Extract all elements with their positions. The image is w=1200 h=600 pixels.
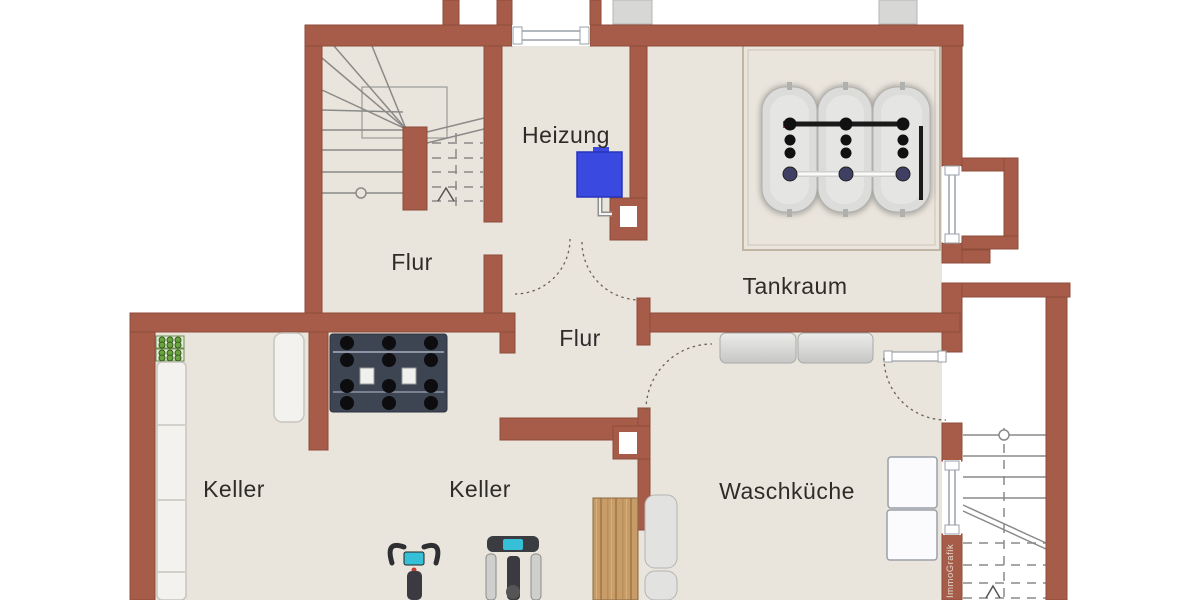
exercise-bike <box>387 542 441 600</box>
room-label-heizung: Heizung <box>522 122 610 148</box>
storage-shelf <box>156 361 187 600</box>
wooden-board <box>592 497 639 600</box>
stair-newel-wall <box>402 126 428 211</box>
stair-direction-arrow <box>985 584 1001 599</box>
room-label-flur-upper: Flur <box>391 249 433 275</box>
chimney-vent-top-right <box>878 0 918 25</box>
door-arc-heizung <box>514 238 571 295</box>
winder-staircase <box>321 45 485 207</box>
stair-direction-arrow <box>437 186 455 202</box>
sideboard <box>719 332 797 364</box>
windows <box>512 25 961 535</box>
door-arc-tankraum <box>581 241 641 301</box>
room-labels: Flur Heizung Tankraum Flur Keller Keller… <box>203 122 855 504</box>
cabinet <box>273 332 305 423</box>
door-arc-waschkueche <box>645 343 713 411</box>
bottle-crates <box>155 335 185 362</box>
watermark-text: ImmoGrafik <box>945 544 956 598</box>
door-arc-exterior <box>883 357 947 421</box>
dumbbell-rack <box>329 333 448 413</box>
furniture <box>155 332 938 600</box>
lightwell-wall <box>961 235 1019 250</box>
oil-tanks <box>760 82 932 217</box>
cushion-stack <box>644 570 678 600</box>
room-label-waschkueche: Waschküche <box>719 478 855 504</box>
sideboard <box>797 332 874 364</box>
room-label-tankraum: Tankraum <box>743 273 848 299</box>
exterior-cellar-stairs <box>962 428 1047 599</box>
chimney-vent-top-left <box>612 0 653 25</box>
door-arcs <box>514 238 947 421</box>
boiler <box>576 147 623 217</box>
cushion-stack <box>644 494 678 569</box>
chimney-heizung <box>609 197 648 241</box>
tank-pipes <box>782 117 923 200</box>
room-label-keller-mid: Keller <box>449 476 511 502</box>
washing-machine <box>887 456 938 509</box>
window-waschkueche <box>943 460 961 535</box>
cellar-exit-door <box>883 350 947 363</box>
walls <box>129 0 1071 600</box>
window-top <box>512 25 590 46</box>
room-label-keller-left: Keller <box>203 476 265 502</box>
dryer <box>886 509 938 561</box>
elliptical-trainer <box>485 536 542 600</box>
lightwell-wall <box>1003 157 1019 250</box>
window-tankraum <box>943 165 961 244</box>
room-label-flur-mid: Flur <box>559 325 601 351</box>
